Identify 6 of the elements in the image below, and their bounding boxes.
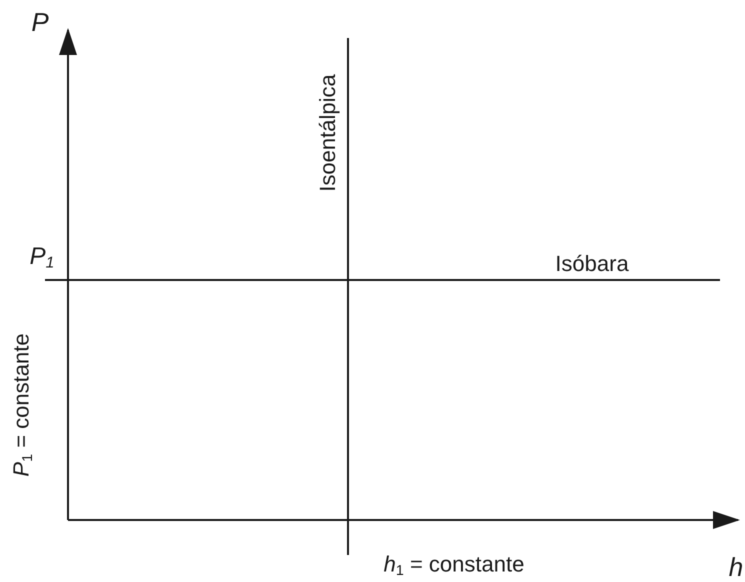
line-label: Isoentálpica (317, 74, 339, 192)
axis-tick-label: P$_{1}$ (30, 244, 54, 272)
line-label: Isóbara (555, 253, 629, 275)
equation-label: h$_{1}$ = constante (384, 554, 524, 578)
axis-label: h (728, 554, 744, 580)
axis-label: P (31, 9, 49, 35)
